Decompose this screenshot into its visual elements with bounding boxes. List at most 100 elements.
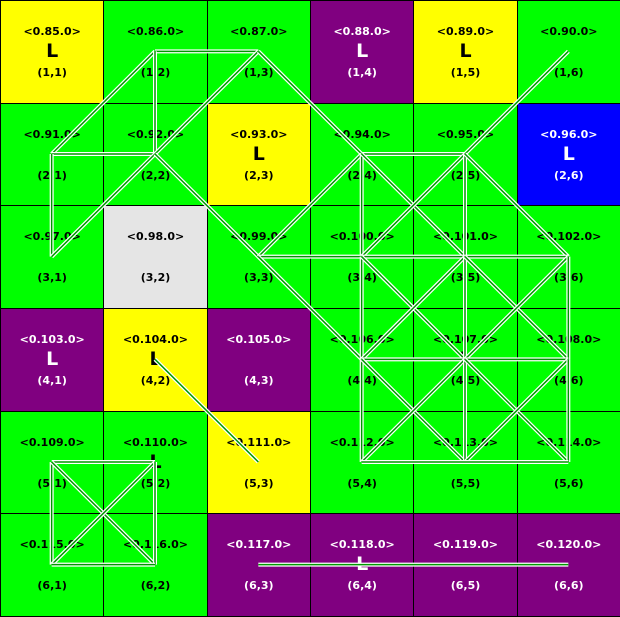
grid-cell[interactable]: <0.93.0>L (2,3) <box>206 102 311 207</box>
cell-process-label: <0.100.0> <box>329 230 395 244</box>
cell-process-label: <0.99.0> <box>230 230 288 244</box>
cell-coordinate: (6,2) <box>140 579 171 593</box>
cell-coordinate: (1,3) <box>244 66 274 79</box>
cell-process-label: <0.98.0> <box>126 230 185 244</box>
cell-mark: L <box>356 553 369 576</box>
cell-coordinate: (2,4) <box>347 168 377 182</box>
grid-cell[interactable]: <0.113.0> (5,5) <box>413 410 518 515</box>
grid-cell[interactable]: <0.86.0>(1,2) <box>103 0 208 104</box>
grid-cell[interactable]: <0.99.0> (3,3) <box>206 205 311 309</box>
cell-process-label: <0.106.0> <box>329 333 395 346</box>
grid-cell[interactable]: <0.91.0>(2,1) <box>0 102 105 207</box>
grid-cell[interactable]: <0.95.0>(2,5) <box>413 102 518 207</box>
cell-process-label: <0.85.0> <box>23 25 81 38</box>
cell-coordinate: (3,6) <box>554 271 584 285</box>
cell-process-label: <0.117.0> <box>226 538 292 552</box>
grid-cell[interactable]: <0.94.0> (2,4) <box>310 102 415 207</box>
cell-coordinate: (1,1) <box>37 66 67 79</box>
cell-mark: L <box>459 348 472 370</box>
grid-cell[interactable]: <0.112.0> (5,4) <box>310 410 415 515</box>
cell-coordinate: (3,2) <box>140 271 171 285</box>
cell-process-label: <0.101.0> <box>432 230 499 244</box>
cell-coordinate: (6,6) <box>554 579 584 593</box>
grid-cell[interactable]: <0.107.0> L (4,5) <box>413 308 518 412</box>
cell-coordinate: (1,6) <box>554 66 584 79</box>
cell-process-label: <0.116.0> <box>122 538 189 552</box>
grid-cell[interactable]: <0.105.0> (4,3) <box>206 308 311 412</box>
cell-coordinate: (3,5) <box>450 271 481 285</box>
grid-cell[interactable]: <0.102.0> (3,6) <box>516 205 620 309</box>
cell-process-label: <0.109.0> <box>19 435 85 449</box>
cell-coordinate: (6,1) <box>37 579 67 593</box>
cell-coordinate: (5,2) <box>140 476 171 490</box>
grid-cell[interactable]: <0.115.0> (6,1) <box>0 513 105 617</box>
grid-cell[interactable]: <0.101.0> (3,5) <box>413 205 518 309</box>
cell-process-label: <0.92.0> <box>126 127 185 141</box>
cell-coordinate: (4,2) <box>140 374 171 387</box>
cell-mark: L <box>46 348 59 370</box>
cell-coordinate: (5,1) <box>37 476 67 490</box>
cell-coordinate: (6,5) <box>450 579 481 593</box>
grid-cell[interactable]: <0.85.0>L(1,1) <box>0 0 105 104</box>
cell-coordinate: (5,5) <box>450 476 481 490</box>
cell-process-label: <0.112.0> <box>329 435 395 449</box>
cell-process-label: <0.119.0> <box>432 538 499 552</box>
cell-process-label: <0.95.0> <box>436 127 495 141</box>
cell-coordinate: (1,2) <box>140 66 171 79</box>
cell-coordinate: (6,3) <box>244 579 274 593</box>
grid-cell[interactable]: <0.98.0> (3,2) <box>103 205 208 309</box>
grid-cell[interactable]: <0.89.0>L(1,5) <box>413 0 518 104</box>
grid-cell[interactable]: <0.96.0>L(2,6) <box>516 102 620 207</box>
cell-coordinate: (1,4) <box>347 66 377 79</box>
cell-process-label: <0.111.0> <box>226 435 292 449</box>
cell-coordinate: (2,3) <box>244 168 274 182</box>
grid-cell[interactable]: <0.108.0>(4,6) <box>516 308 620 412</box>
grid-cell[interactable]: <0.119.0> (6,5) <box>413 513 518 617</box>
grid-cell[interactable]: <0.116.0> (6,2) <box>103 513 208 617</box>
cell-process-label: <0.113.0> <box>432 435 499 449</box>
cell-coordinate: (4,3) <box>244 374 274 387</box>
grid-cell[interactable]: <0.104.0>L(4,2) <box>103 308 208 412</box>
grid-cell[interactable]: <0.106.0> (4,4) <box>310 308 415 412</box>
grid-cell[interactable]: <0.120.0> (6,6) <box>516 513 620 617</box>
grid-cell[interactable]: <0.109.0> (5,1) <box>0 410 105 515</box>
grid-cell[interactable]: <0.111.0> (5,3) <box>206 410 311 515</box>
cell-coordinate: (5,3) <box>244 476 274 490</box>
cell-coordinate: (1,5) <box>450 66 481 79</box>
cell-coordinate: (2,6) <box>554 168 584 182</box>
cell-mark: L <box>149 450 162 473</box>
grid-cell[interactable]: <0.103.0>L(4,1) <box>0 308 105 412</box>
cell-process-label: <0.108.0> <box>536 333 602 346</box>
grid-cell[interactable]: <0.87.0>(1,3) <box>206 0 311 104</box>
grid-cell[interactable]: <0.117.0> (6,3) <box>206 513 311 617</box>
cell-mark: L <box>252 142 265 165</box>
grid-cell[interactable]: <0.114.0>(5,6) <box>516 410 620 515</box>
cell-coordinate: (4,4) <box>347 374 377 387</box>
cell-process-label: <0.105.0> <box>226 333 292 346</box>
grid-cell[interactable]: <0.92.0>(2,2) <box>103 102 208 207</box>
grid-cell[interactable]: <0.100.0> (3,4) <box>310 205 415 309</box>
cell-process-label: <0.97.0> <box>23 230 81 244</box>
grid-cell[interactable]: <0.88.0>L(1,4) <box>310 0 415 104</box>
cell-mark: L <box>562 142 575 165</box>
cell-process-label: <0.107.0> <box>432 333 499 346</box>
cell-process-label: <0.94.0> <box>333 127 391 141</box>
cell-coordinate: (3,3) <box>244 271 274 285</box>
cell-process-label: <0.104.0> <box>122 333 189 346</box>
grid-cell[interactable]: <0.110.0>L (5,2) <box>103 410 208 515</box>
cell-process-label: <0.93.0> <box>230 127 288 141</box>
cell-coordinate: (5,4) <box>347 476 377 490</box>
cell-coordinate: (6,4) <box>347 579 377 593</box>
grid-cell[interactable]: <0.97.0>(3,1) <box>0 205 105 309</box>
grid-cell[interactable]: <0.118.0>L(6,4) <box>310 513 415 617</box>
grid-cell[interactable]: <0.90.0>(1,6) <box>516 0 620 104</box>
cell-mark: L <box>459 40 472 62</box>
cell-process-label: <0.110.0> <box>122 435 189 449</box>
cell-process-label: <0.102.0> <box>536 230 602 244</box>
cell-process-label: <0.120.0> <box>536 538 602 552</box>
cell-coordinate: (2,1) <box>37 168 67 182</box>
cell-process-label: <0.115.0> <box>19 538 85 552</box>
cell-coordinate: (4,5) <box>450 374 481 387</box>
cell-coordinate: (3,4) <box>347 271 377 285</box>
